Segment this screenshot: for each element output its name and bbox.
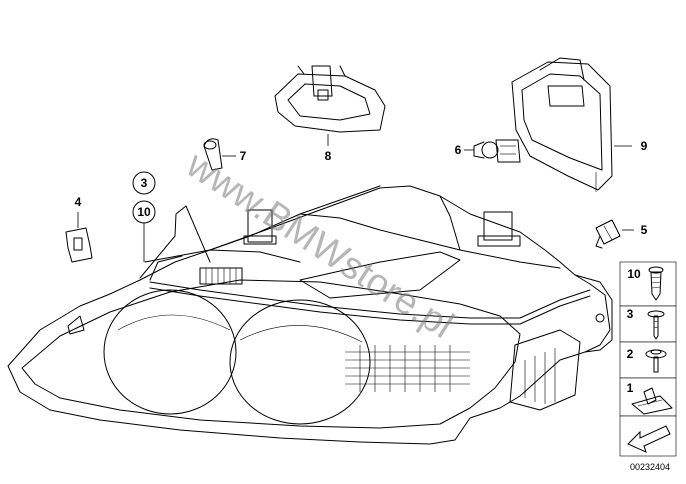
callout-6: 6 [455,143,462,157]
diagram-id: 00232404 [630,462,670,472]
callout-5: 5 [641,223,648,237]
part-4-clip [65,227,93,263]
clip-nut-1-icon [631,387,673,415]
legend-item-3: 3 [627,307,634,321]
screw-10-icon [648,266,664,301]
callout-3: 3 [141,176,148,190]
callout-10: 10 [137,205,151,219]
callout-4: 4 [75,195,82,209]
bolt-2-icon [645,349,667,373]
callout-7: 7 [240,149,247,163]
watermark: www.BMWstore.pl [178,143,460,347]
part-8-cap [274,65,386,133]
callout-3-circle [132,171,156,195]
legend-item-2: 2 [627,347,634,361]
part-5-small-bulb [595,219,621,249]
legend-item-1: 1 [627,381,634,395]
callout-9: 9 [641,139,648,153]
fastener-legend: 10 3 2 1 00232404 [619,261,677,472]
legend-item-10: 10 [627,267,641,281]
callout-8: 8 [325,149,332,163]
part-9-cover [511,57,613,192]
arrow-icon [627,425,671,453]
screw-3-icon [647,310,665,340]
part-7-hose [203,138,223,171]
part-6-bulb [473,139,521,163]
headlight-assembly [7,185,613,445]
